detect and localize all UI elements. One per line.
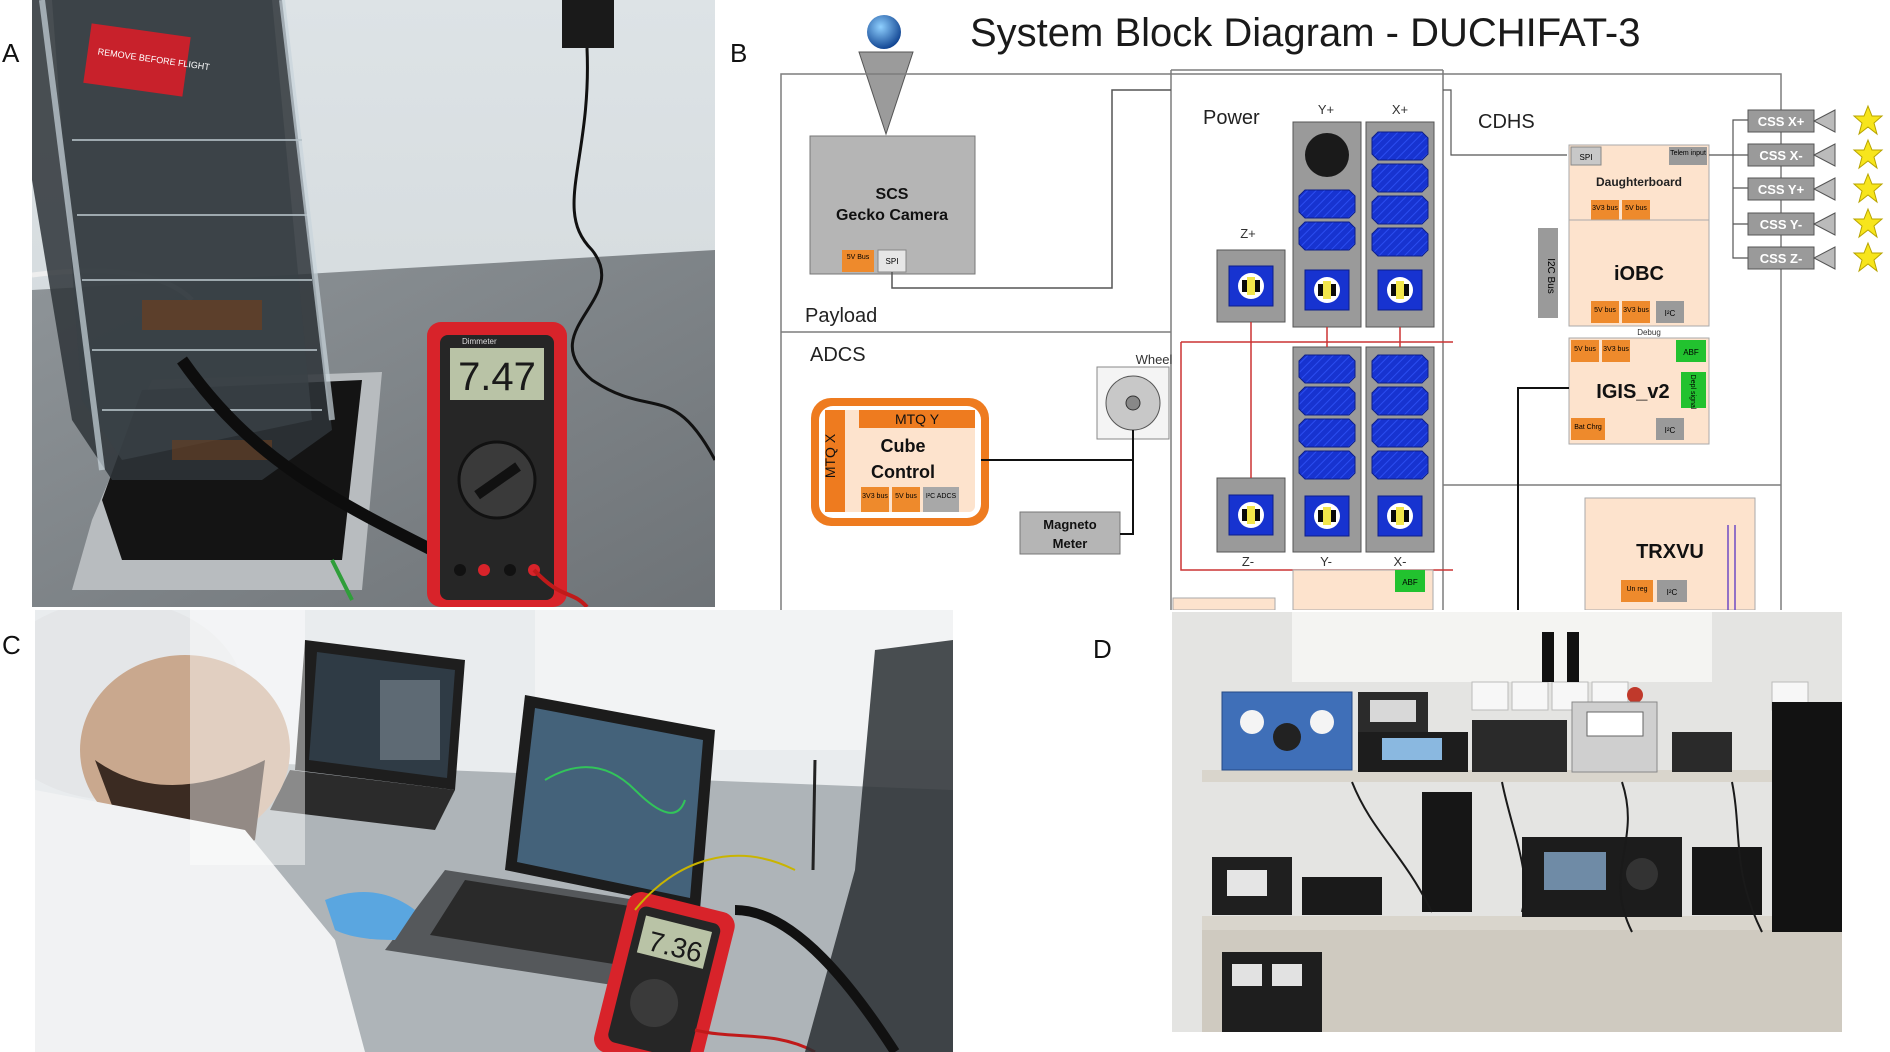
svg-text:SPI: SPI bbox=[886, 257, 899, 266]
svg-text:I²C: I²C bbox=[1665, 309, 1676, 318]
upper-instruments bbox=[1221, 691, 1842, 932]
svg-text:5V bus: 5V bus bbox=[1574, 346, 1596, 353]
svg-text:Control: Control bbox=[871, 462, 935, 482]
trxvu-block: TRXVU Un reg I²C bbox=[1584, 497, 1756, 610]
diagram-title: System Block Diagram - DUCHIFAT-3 bbox=[970, 11, 1641, 55]
css-x-minus: CSS X- bbox=[1747, 139, 1883, 169]
panel-label-a: A bbox=[2, 38, 20, 68]
payload-label: Payload bbox=[805, 305, 877, 327]
photo-a-illustration: REMOVE BEFORE FLIGHT 7.47 Dimmeter bbox=[32, 0, 715, 607]
css-z-minus: CSS Z- bbox=[1747, 242, 1883, 272]
svg-text:Bat Chrg: Bat Chrg bbox=[1574, 424, 1602, 431]
css-x-plus: CSS X+ bbox=[1747, 105, 1883, 135]
svg-text:Magneto: Magneto bbox=[1043, 517, 1097, 532]
cdhs-label: CDHS bbox=[1478, 111, 1535, 133]
svg-text:MTQ X: MTQ X bbox=[822, 433, 838, 478]
svg-text:Z-: Z- bbox=[1242, 554, 1254, 569]
svg-text:I²C: I²C bbox=[1667, 588, 1678, 597]
solar-panel-x-minus bbox=[1365, 346, 1435, 553]
photo-d-illustration bbox=[1172, 612, 1842, 1032]
panel-label-b: B bbox=[730, 38, 748, 68]
svg-text:5V Bus: 5V Bus bbox=[847, 254, 870, 261]
photo-c: 7.36 bbox=[35, 610, 953, 1052]
solar-panel-y-plus bbox=[1292, 121, 1362, 328]
solar-panel-z-minus bbox=[1216, 477, 1286, 553]
solar-panel-x-plus bbox=[1365, 121, 1435, 328]
svg-text:I²C: I²C bbox=[1665, 426, 1676, 435]
svg-text:Y+: Y+ bbox=[1318, 102, 1334, 117]
scs-camera-block: SCS Gecko Camera 5V Bus SPI bbox=[809, 135, 976, 275]
svg-text:I2C Bus: I2C Bus bbox=[1545, 258, 1556, 294]
magnetometer-block: Magneto Meter bbox=[1019, 511, 1121, 555]
svg-text:MTQ Y: MTQ Y bbox=[895, 411, 940, 427]
photo-c-illustration: 7.36 bbox=[35, 610, 953, 1052]
svg-text:CSS X-: CSS X- bbox=[1759, 148, 1802, 163]
laptop-back bbox=[270, 640, 465, 830]
multimeter-a-reading: 7.47 bbox=[458, 355, 536, 399]
svg-text:I²C ADCS: I²C ADCS bbox=[926, 493, 957, 500]
photo-a: REMOVE BEFORE FLIGHT 7.47 Dimmeter bbox=[32, 0, 715, 607]
svg-text:3V3 bus: 3V3 bus bbox=[1592, 205, 1618, 212]
svg-text:Daughterboard: Daughterboard bbox=[1596, 175, 1682, 189]
svg-text:Cube: Cube bbox=[881, 436, 926, 456]
svg-text:CSS Y-: CSS Y- bbox=[1760, 217, 1802, 232]
svg-text:ABF: ABF bbox=[1402, 578, 1418, 587]
svg-text:Debug: Debug bbox=[1637, 328, 1661, 337]
solar-panel-z-plus bbox=[1216, 249, 1286, 323]
svg-text:Meter: Meter bbox=[1053, 536, 1088, 551]
remove-before-flight-tag bbox=[83, 23, 191, 97]
multimeter-a: 7.47 Dimmeter bbox=[427, 322, 567, 607]
block-diagram: System Block Diagram - DUCHIFAT-3 Payloa… bbox=[763, 0, 1890, 610]
multimeter-a-brand: Dimmeter bbox=[462, 337, 497, 346]
svg-text:3V3 bus: 3V3 bus bbox=[1603, 346, 1629, 353]
svg-text:Depl signal: Depl signal bbox=[1689, 375, 1696, 410]
svg-text:5V bus: 5V bus bbox=[1625, 205, 1647, 212]
photo-d bbox=[1172, 612, 1842, 1032]
svg-text:Z+: Z+ bbox=[1240, 226, 1256, 241]
multimeter-c: 7.36 bbox=[594, 892, 735, 1052]
svg-text:Gecko Camera: Gecko Camera bbox=[836, 207, 948, 224]
svg-text:3V3 bus: 3V3 bus bbox=[1623, 307, 1649, 314]
operator bbox=[35, 610, 415, 1052]
power-label: Power bbox=[1203, 107, 1260, 129]
i2c-bus-block: I2C Bus bbox=[1538, 228, 1558, 318]
igis-block: 5V bus 3V3 bus ABF Depl signal IGIS_v2 B… bbox=[1568, 337, 1710, 445]
panel-label-d: D bbox=[1093, 634, 1112, 664]
reaction-wheel bbox=[1096, 366, 1170, 440]
svg-text:SCS: SCS bbox=[876, 186, 909, 203]
svg-text:iOBC: iOBC bbox=[1614, 263, 1664, 285]
css-y-minus: CSS Y- bbox=[1747, 208, 1883, 238]
daughterboard-block: SPI Telem input Daughterboard 3V3 bus 5V… bbox=[1568, 144, 1710, 221]
svg-text:CSS X+: CSS X+ bbox=[1758, 114, 1805, 129]
solar-panel-y-minus bbox=[1292, 346, 1362, 553]
svg-text:SPI: SPI bbox=[1580, 153, 1593, 162]
svg-text:Y-: Y- bbox=[1320, 554, 1332, 569]
svg-text:5V bus: 5V bus bbox=[895, 493, 917, 500]
wheel-label: Wheel bbox=[1136, 352, 1173, 367]
svg-text:CSS Z-: CSS Z- bbox=[1760, 251, 1803, 266]
css-y-plus: CSS Y+ bbox=[1747, 173, 1883, 203]
svg-text:3V3 bus: 3V3 bus bbox=[862, 493, 888, 500]
svg-text:X+: X+ bbox=[1392, 102, 1408, 117]
adcs-label: ADCS bbox=[810, 344, 866, 366]
iobc-block: iOBC 5V bus 3V3 bus I²C Debug bbox=[1568, 219, 1710, 337]
svg-text:X-: X- bbox=[1394, 554, 1407, 569]
panel-label-c: C bbox=[2, 630, 21, 660]
globe-icon bbox=[867, 15, 901, 49]
svg-text:5V bus: 5V bus bbox=[1594, 307, 1616, 314]
svg-text:ABF: ABF bbox=[1683, 348, 1699, 357]
svg-text:IGIS_v2: IGIS_v2 bbox=[1596, 381, 1669, 403]
lower-instruments bbox=[1212, 792, 1762, 1032]
cube-control-block: MTQ Y MTQ X Cube Control 3V3 bus 5V bus … bbox=[811, 398, 989, 526]
svg-text:Telem input: Telem input bbox=[1670, 150, 1706, 157]
svg-text:CSS Y+: CSS Y+ bbox=[1758, 182, 1805, 197]
svg-text:Un reg: Un reg bbox=[1626, 586, 1647, 593]
svg-text:TRXVU: TRXVU bbox=[1636, 541, 1704, 563]
